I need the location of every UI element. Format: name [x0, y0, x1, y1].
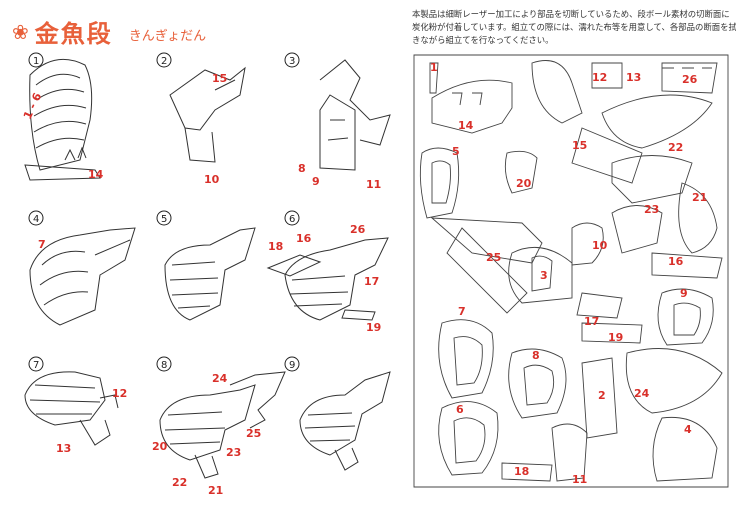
sheet-part-label: 14 — [458, 119, 474, 132]
step-7-label: 12 — [112, 387, 127, 400]
step-6-label: 18 — [268, 240, 283, 253]
step-8-label: 25 — [246, 427, 261, 440]
step-3-label: 8 — [298, 162, 306, 175]
sheet-part-label: 20 — [516, 177, 532, 190]
sheet-part-label: 17 — [584, 315, 599, 328]
svg-text:9: 9 — [289, 360, 295, 371]
cleaning-notice: 本製品は細断レーザー加工により部品を切断しているため、段ボール素材の切断面に 炭… — [412, 8, 736, 47]
notice-line: 本製品は細断レーザー加工により部品を切断しているため、段ボール素材の切断面に — [412, 9, 730, 19]
sheet-part-label: 21 — [692, 191, 707, 204]
step-8-label: 20 — [152, 440, 168, 453]
sheet-part-label: 9 — [680, 287, 688, 300]
sheet-part-label: 7 — [458, 305, 466, 318]
step-6-drawing — [266, 237, 389, 321]
step-3-drawing — [319, 59, 391, 171]
sheet-part-label: 3 — [540, 269, 548, 282]
step-numbers: 1 2 3 4 5 6 7 8 9 — [28, 52, 300, 372]
svg-text:6: 6 — [289, 214, 295, 225]
title-kanji: 金魚段 — [34, 19, 113, 48]
step-8-label: 24 — [212, 372, 228, 385]
step-6-label: 16 — [296, 232, 312, 245]
sheet-part-label: 23 — [644, 203, 659, 216]
step-8-label: 23 — [226, 446, 241, 459]
step-8-drawing — [159, 371, 286, 479]
step-3-label: 9 — [312, 175, 320, 188]
sheet-part-label: 6 — [456, 403, 464, 416]
assembly-steps: 1 2 3 4 5 6 7 8 9 1 - 6 14 15 10 8 9 11 … — [21, 52, 391, 497]
sheet-part-label: 18 — [514, 465, 529, 478]
sheet-part-label: 22 — [668, 141, 683, 154]
svg-text:4: 4 — [33, 214, 39, 225]
step-7-label: 13 — [56, 442, 71, 455]
svg-text:2: 2 — [161, 56, 167, 67]
step-2-label: 15 — [212, 72, 227, 85]
step-6-label: 26 — [350, 223, 366, 236]
sheet-part-label: 11 — [572, 473, 587, 486]
step-5-drawing — [164, 227, 256, 321]
sheet-part-label: 2 — [598, 389, 606, 402]
sheet-part-label: 12 — [592, 71, 607, 84]
sheet-part-label: 1 — [430, 61, 438, 74]
step-1-label: 1 - 6 — [21, 91, 45, 122]
step-6-label: 17 — [364, 275, 379, 288]
sheet-part-label: 24 — [634, 387, 650, 400]
step-8-label: 21 — [208, 484, 223, 497]
svg-text:5: 5 — [161, 214, 167, 225]
sheet-part-label: 16 — [668, 255, 684, 268]
step-7-drawing — [24, 371, 119, 446]
step-6-label: 19 — [366, 321, 381, 334]
page-title: ❀ 金魚段 きんぎょだん — [12, 14, 206, 49]
sheet-part-label: 10 — [592, 239, 608, 252]
sheet-part-label: 26 — [682, 73, 698, 86]
step-1-label: 14 — [88, 168, 104, 181]
sheet-part-label: 5 — [452, 145, 460, 158]
svg-text:1: 1 — [33, 56, 39, 67]
step-3-label: 11 — [366, 178, 381, 191]
step-1-drawing — [24, 58, 101, 181]
sheet-part-label: 19 — [608, 331, 623, 344]
goldfish-icon: ❀ — [12, 19, 29, 44]
step-8-label: 22 — [172, 476, 187, 489]
parts-sheet: 1 12 13 26 14 15 22 5 20 21 23 10 3 25 1… — [413, 54, 729, 488]
sheet-part-label: 4 — [684, 423, 692, 436]
svg-text:8: 8 — [161, 360, 167, 371]
sheet-part-label: 13 — [626, 71, 641, 84]
step-2-label: 10 — [204, 173, 220, 186]
sheet-part-label: 8 — [532, 349, 540, 362]
step-2-drawing — [169, 66, 246, 163]
step-4-drawing — [29, 227, 136, 326]
step-4-label: 7 — [38, 238, 46, 251]
title-kana: きんぎょだん — [128, 29, 207, 44]
notice-line: 炭化粉が付着しています。組立ての際には、濡れた布等を用意して、各部品の断面を拭 — [412, 22, 736, 32]
svg-text:7: 7 — [33, 360, 39, 371]
svg-text:3: 3 — [289, 56, 295, 67]
sheet-part-label: 15 — [572, 139, 587, 152]
step-9-drawing — [299, 371, 391, 471]
notice-line: きながら組立てを行なってください。 — [412, 35, 554, 45]
sheet-part-label: 25 — [486, 251, 501, 264]
